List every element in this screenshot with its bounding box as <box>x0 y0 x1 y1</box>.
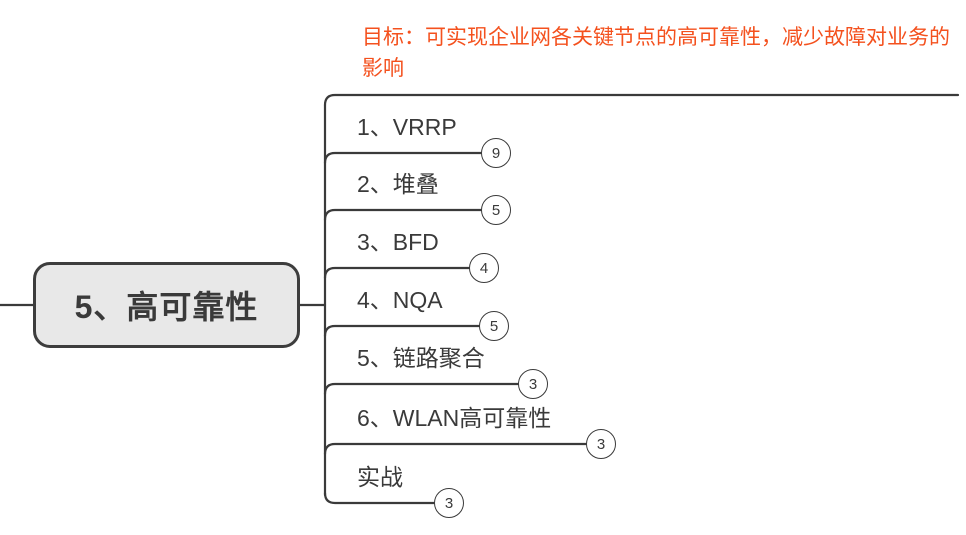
branch-line-1 <box>323 151 483 165</box>
branch-line-2 <box>323 208 483 222</box>
header-underline <box>323 93 960 107</box>
branch-label-4[interactable]: 4、NQA <box>357 287 443 313</box>
branch-line-4 <box>323 324 481 338</box>
branch-label-1[interactable]: 1、VRRP <box>357 114 457 140</box>
branch-label-7[interactable]: 实战 <box>357 464 403 490</box>
branch-label-2[interactable]: 2、堆叠 <box>357 171 439 197</box>
branch-badge-5[interactable]: 3 <box>518 369 548 399</box>
branch-badge-3[interactable]: 4 <box>469 253 499 283</box>
goal-text: 目标：可实现企业网各关键节点的高可靠性，减少故障对业务的影响 <box>362 26 950 80</box>
root-node[interactable]: 5、高可靠性 <box>33 262 300 348</box>
branch-badge-4[interactable]: 5 <box>479 311 509 341</box>
branch-badge-7[interactable]: 3 <box>434 488 464 518</box>
branch-label-6[interactable]: 6、WLAN高可靠性 <box>357 405 552 431</box>
branch-line-7 <box>323 491 436 505</box>
branch-label-5[interactable]: 5、链路聚合 <box>357 345 485 371</box>
branch-line-5 <box>323 382 520 396</box>
branch-line-6 <box>323 442 588 456</box>
branch-badge-1[interactable]: 9 <box>481 138 511 168</box>
branch-badge-6[interactable]: 3 <box>586 429 616 459</box>
branch-label-3[interactable]: 3、BFD <box>357 229 439 255</box>
branch-badge-2[interactable]: 5 <box>481 195 511 225</box>
root-node-label: 5、高可靠性 <box>74 289 259 325</box>
branch-line-3 <box>323 266 471 280</box>
